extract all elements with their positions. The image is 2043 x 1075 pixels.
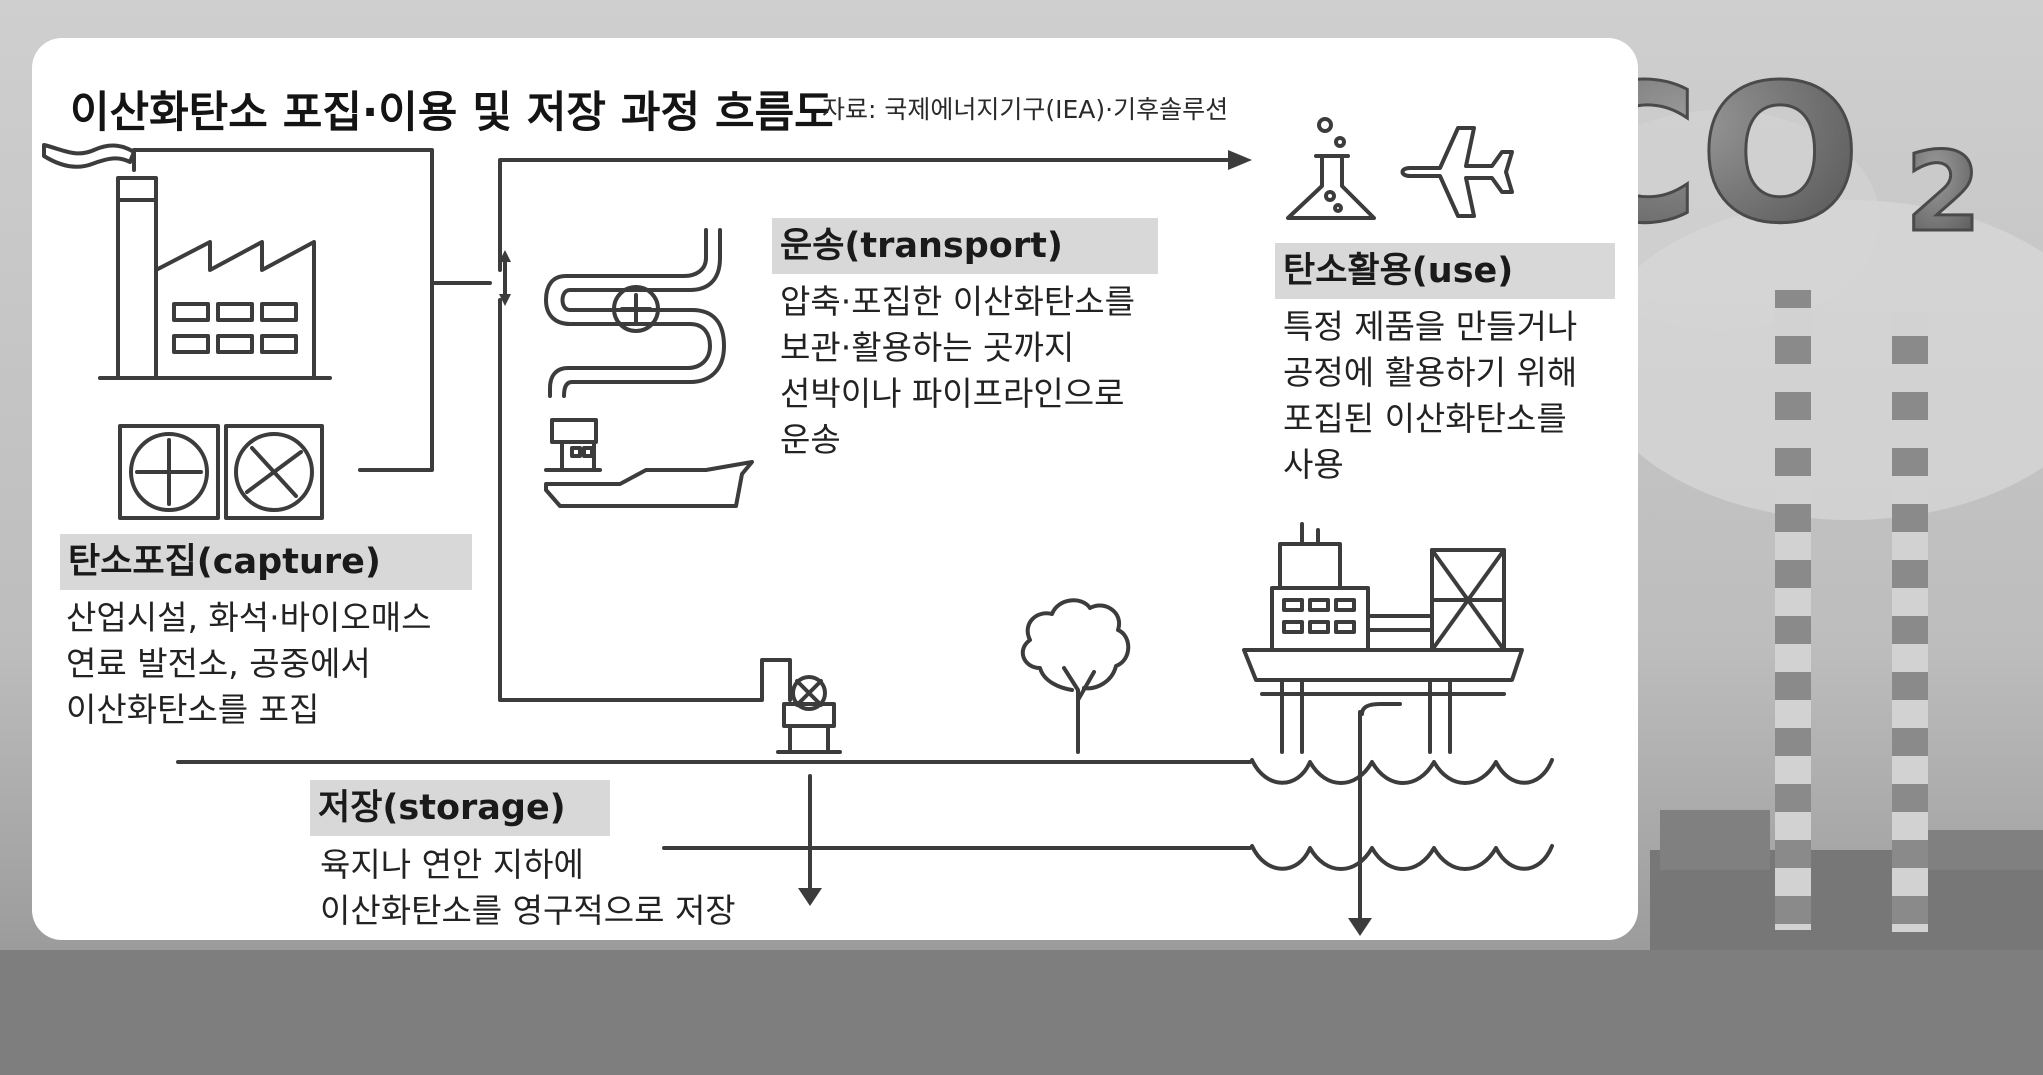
svg-text:2: 2 [1905, 128, 1982, 256]
valve-icon [776, 675, 842, 754]
ship-icon [544, 418, 754, 508]
source-note: 자료: 국제에너지기구(IEA)·기후솔루션 [822, 95, 1229, 124]
flask-icon [1286, 117, 1376, 220]
tree-icon [1020, 598, 1131, 754]
storage-label: 저장(storage) [310, 780, 610, 836]
transport-description: 압축·포집한 이산화탄소를 보관·활용하는 곳까지 선박이나 파이프라인으로 운… [780, 282, 1135, 459]
transport-label: 운송(transport) [772, 218, 1158, 274]
pipeline-icon [544, 228, 726, 398]
airplane-icon [1400, 126, 1514, 218]
capture-description: 산업시설, 화석·바이오매스 연료 발전소, 공중에서 이산화탄소를 포집 [66, 598, 432, 729]
smokestack-icon [1775, 290, 1928, 932]
factory-icon [42, 143, 332, 380]
page-title: 이산화탄소 포집·이용 및 저장 과정 흐름도 [70, 88, 834, 138]
diagram-panel [32, 38, 1638, 940]
capture-label: 탄소포집(capture) [60, 534, 472, 590]
use-description: 특정 제품을 만들거나 공정에 활용하기 위해 포집된 이산화탄소를 사용 [1283, 307, 1578, 484]
offshore-platform-icon [1242, 522, 1524, 754]
storage-description: 육지나 연안 지하에 이산화탄소를 영구적으로 저장 [320, 845, 736, 930]
use-label: 탄소활용(use) [1275, 243, 1615, 299]
fan-icon [118, 424, 324, 520]
